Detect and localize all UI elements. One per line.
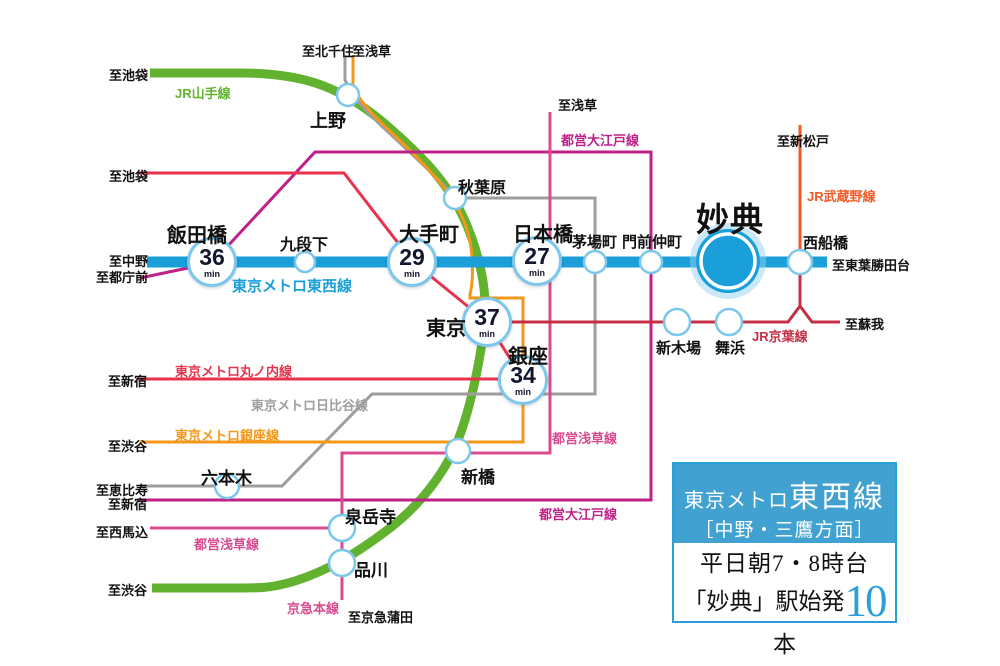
endpoint-label-shibuya-yamanote: 至渋谷 bbox=[107, 583, 147, 598]
travel-time-unit: min bbox=[514, 387, 531, 397]
station-label-nihombashi: 日本橋 bbox=[513, 224, 573, 246]
station-label-monzennakacho: 門前仲町 bbox=[622, 234, 683, 251]
line-label-keikyu: 京急本線 bbox=[287, 601, 340, 616]
station-label-kudanshita: 九段下 bbox=[280, 237, 329, 254]
station-label-tokyo: 東京 bbox=[426, 318, 466, 340]
travel-time-unit: min bbox=[478, 329, 495, 339]
marunouchi-line-path bbox=[138, 171, 526, 381]
service-prefix: 「妙典」駅始発 bbox=[683, 589, 845, 614]
travel-time-value: 34 bbox=[510, 362, 536, 388]
oedo-line-path bbox=[138, 150, 653, 502]
station-label-shinkiba: 新木場 bbox=[656, 340, 702, 357]
station-dot-monzennakacho bbox=[638, 249, 664, 275]
station-label-akihabara: 秋葉原 bbox=[458, 180, 507, 197]
service-suffix: 本 bbox=[773, 632, 796, 657]
station-dot-shimbashi bbox=[444, 437, 472, 465]
line-label-oedo-bottom: 都営大江戸線 bbox=[539, 507, 618, 522]
line-label-musashino: JR武蔵野線 bbox=[807, 189, 876, 204]
travel-time-value: 37 bbox=[474, 304, 500, 330]
travel-time-value: 27 bbox=[524, 243, 550, 269]
station-label-ginza: 銀座 bbox=[508, 346, 548, 368]
endpoint-label-asakusa-ginza: 至浅草 bbox=[352, 44, 392, 59]
info-box-header: 東京メトロ東西線 ［中野・三鷹方面］ bbox=[674, 464, 895, 543]
line-label-tozai: 東京メトロ東西線 bbox=[232, 278, 353, 295]
station-label-iidabashi: 飯田橋 bbox=[167, 225, 227, 247]
station-label-roppongi: 六本木 bbox=[201, 469, 252, 488]
station-dot-ueno bbox=[335, 82, 361, 108]
station-label-shinagawa: 品川 bbox=[354, 561, 388, 580]
travel-time-unit: min bbox=[203, 269, 220, 279]
myoden-station-marker bbox=[690, 223, 766, 299]
operator-name: 東京メトロ bbox=[684, 490, 789, 512]
line-label-hibiya: 東京メトロ日比谷線 bbox=[251, 398, 369, 413]
line-label-marunouchi: 東京メトロ丸ノ内線 bbox=[175, 364, 293, 379]
line-label-keiyo: JR京葉線 bbox=[752, 329, 808, 344]
line-label-oedo-top: 都営大江戸線 bbox=[561, 133, 640, 148]
service-label: 「妙典」駅始発10 本 bbox=[674, 579, 895, 666]
line-label-ginza: 東京メトロ銀座線 bbox=[175, 428, 280, 443]
travel-time-ginza: 34 min bbox=[498, 355, 548, 405]
line-label-asakusa-left: 都営浅草線 bbox=[194, 537, 260, 552]
station-dot-shinkiba bbox=[662, 307, 692, 337]
endpoint-label-toyo-katsutadai: 至東葉勝田台 bbox=[832, 258, 911, 273]
station-label-kayabacho: 茅場町 bbox=[572, 234, 618, 251]
endpoint-label-ikebukuro-marunouchi: 至池袋 bbox=[108, 169, 148, 184]
endpoint-label-nakano: 至中野 bbox=[108, 254, 148, 269]
station-dot-kudanshita bbox=[293, 250, 317, 274]
endpoint-label-shinjuku-marunouchi: 至新宿 bbox=[107, 374, 147, 389]
endpoint-label-nishi-magome: 至西馬込 bbox=[95, 525, 148, 540]
station-label-maihama: 舞浜 bbox=[715, 340, 746, 357]
travel-time-value: 36 bbox=[199, 244, 225, 270]
endpoint-label-ebisu: 至恵比寿 bbox=[95, 483, 148, 498]
service-count: 10 bbox=[844, 576, 888, 626]
schedule-label: 平日朝7・8時台 bbox=[700, 551, 869, 576]
travel-time-tokyo: 37 min bbox=[462, 297, 512, 347]
info-box-body: 平日朝7・8時台 「妙典」駅始発10 本 bbox=[674, 543, 895, 666]
station-label-shimbashi: 新橋 bbox=[461, 468, 495, 487]
endpoint-label-asakusa-toei: 至浅草 bbox=[558, 98, 598, 113]
station-dot-nishifunabashi bbox=[786, 248, 814, 276]
info-box: 東京メトロ東西線 ［中野・三鷹方面］ 平日朝7・8時台 「妙典」駅始発10 本 bbox=[672, 462, 897, 657]
endpoint-label-soga: 至蘇我 bbox=[845, 317, 885, 332]
line-name: 東西線 bbox=[789, 481, 885, 514]
endpoint-label-keikyu-kamata: 至京急蒲田 bbox=[348, 610, 414, 625]
line-label-yamanote: JR山手線 bbox=[175, 86, 231, 101]
travel-time-unit: min bbox=[403, 269, 420, 279]
endpoint-label-kita-senju: 至北千住 bbox=[302, 44, 355, 59]
station-dot-maihama bbox=[714, 307, 744, 337]
info-box-line-title: 東京メトロ東西線 bbox=[674, 472, 895, 516]
endpoint-label-tochomae: 至都庁前 bbox=[95, 270, 148, 285]
endpoint-label-shin-matsudo: 至新松戸 bbox=[777, 134, 830, 149]
line-label-asakusa-right: 都営浅草線 bbox=[552, 431, 618, 446]
endpoint-label-ikebukuro-yamanote: 至池袋 bbox=[108, 68, 148, 83]
direction-label: ［中野・三鷹方面］ bbox=[694, 520, 875, 541]
travel-time-iidabashi: 36 min bbox=[187, 237, 237, 287]
station-label-nishifunabashi: 西船橋 bbox=[803, 235, 849, 252]
keiyo-line-path bbox=[487, 265, 840, 324]
station-label-sengakuji: 泉岳寺 bbox=[345, 508, 396, 527]
station-dot-sengakuji bbox=[327, 513, 357, 543]
travel-time-value: 29 bbox=[399, 244, 425, 270]
endpoint-label-shinjuku-oedo: 至新宿 bbox=[107, 497, 147, 512]
station-label-ueno: 上野 bbox=[310, 111, 346, 131]
station-dot-akihabara bbox=[442, 185, 468, 211]
endpoint-label-shibuya-ginza: 至渋谷 bbox=[107, 439, 147, 454]
station-dot-shinagawa bbox=[327, 548, 357, 578]
station-label-otemachi: 大手町 bbox=[399, 224, 459, 246]
station-dot-kayabacho bbox=[582, 249, 608, 275]
travel-time-nihombashi: 27 min bbox=[512, 236, 562, 286]
station-label-myoden: 妙典 bbox=[696, 201, 764, 238]
station-dot-roppongi bbox=[213, 472, 241, 500]
travel-time-unit: min bbox=[528, 268, 545, 278]
travel-time-otemachi: 29 min bbox=[387, 237, 437, 287]
